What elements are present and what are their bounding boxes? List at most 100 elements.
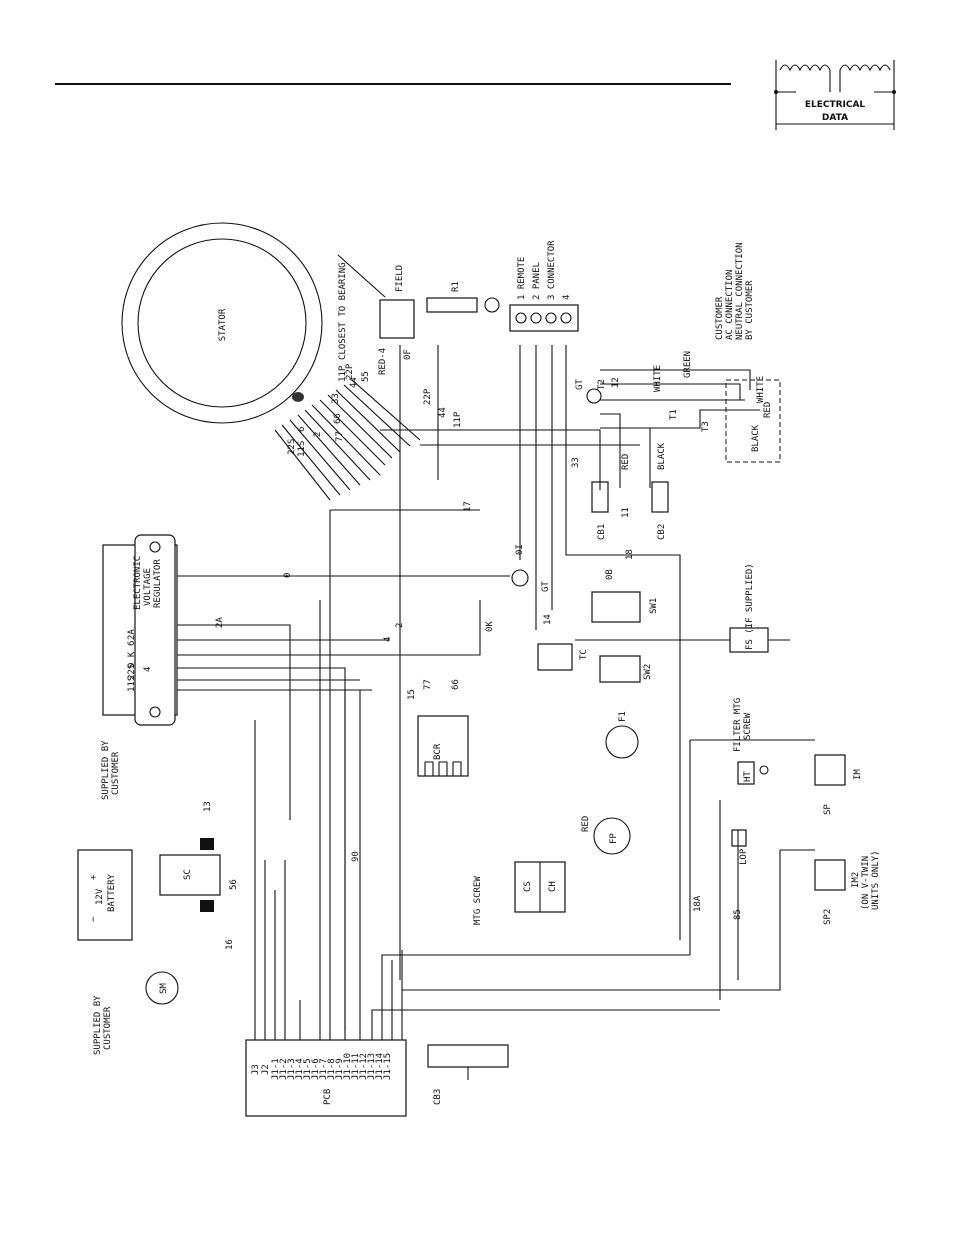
gt-middle: GT <box>511 569 551 592</box>
svg-text:−: − <box>89 916 99 922</box>
svg-text:REGULATOR: REGULATOR <box>153 559 163 608</box>
svg-text:SM: SM <box>159 983 169 994</box>
svg-text:LOP: LOP <box>739 848 749 865</box>
svg-text:6: 6 <box>127 641 137 646</box>
svg-text:12V: 12V <box>95 888 105 905</box>
cb2: CB2 <box>651 481 669 540</box>
cb3: CB3 <box>427 1044 509 1105</box>
tc: TC <box>537 643 589 671</box>
stator: STATOR <box>121 222 323 424</box>
svg-text:WHITE: WHITE <box>756 376 766 403</box>
svg-text:FILTER MTG: FILTER MTG <box>733 698 743 752</box>
closest-to-bearing: CLOSEST TO BEARING <box>338 262 348 360</box>
evr: ELECTRONIC VOLTAGE REGULATOR 2A 6 0 K 4 … <box>102 534 178 726</box>
pcb: PCB <box>245 1039 407 1117</box>
svg-text:33: 33 <box>571 457 581 468</box>
svg-text:IM: IM <box>853 769 863 780</box>
svg-text:15: 15 <box>407 689 417 700</box>
svg-text:J1-1: J1-1 <box>271 1058 281 1080</box>
sc: SC <box>159 838 221 912</box>
svg-text:T1: T1 <box>669 409 679 420</box>
svg-text:2: 2 <box>395 623 405 628</box>
svg-text:GT: GT <box>575 379 585 390</box>
stator-leads: 22S 11S 6 2 77 66 33 11P 44 22P 55 <box>274 363 421 501</box>
svg-text:14: 14 <box>543 614 553 625</box>
svg-text:CB3: CB3 <box>433 1089 443 1105</box>
svg-text:(ON V-TWIN: (ON V-TWIN <box>861 856 871 910</box>
svg-text:VOLTAGE: VOLTAGE <box>143 568 153 606</box>
sw2: SW2 <box>599 655 653 683</box>
svg-text:11P: 11P <box>453 411 463 428</box>
svg-text:HT: HT <box>743 771 753 782</box>
svg-text:SUPPLIED BY: SUPPLIED BY <box>101 740 111 800</box>
svg-text:J1-2: J1-2 <box>279 1058 289 1080</box>
svg-text:55: 55 <box>361 371 371 382</box>
svg-text:BLACK: BLACK <box>751 424 761 452</box>
svg-text:T2: T2 <box>597 379 607 390</box>
svg-text:J3: J3 <box>251 1064 261 1075</box>
svg-text:77: 77 <box>335 431 345 442</box>
svg-text:SW1: SW1 <box>649 598 659 614</box>
svg-text:SP: SP <box>823 804 833 815</box>
svg-text:F1: F1 <box>618 711 628 722</box>
svg-text:13: 13 <box>203 801 213 812</box>
fs: FS (IF SUPPLIED) <box>575 563 790 653</box>
logo-line1: ELECTRICAL <box>805 100 866 110</box>
svg-text:18A: 18A <box>693 895 703 912</box>
svg-text:+: + <box>89 874 99 880</box>
svg-text:WHITE: WHITE <box>653 365 663 392</box>
svg-text:1 REMOTE: 1 REMOTE <box>517 257 527 300</box>
filter-mtg-screw: FILTER MTG SCREW <box>733 698 769 775</box>
svg-text:0F: 0F <box>403 349 413 360</box>
svg-text:77: 77 <box>423 679 433 690</box>
svg-text:11S: 11S <box>297 441 307 457</box>
svg-text:J1-4: J1-4 <box>295 1058 305 1080</box>
svg-text:CH: CH <box>548 881 558 892</box>
svg-text:2: 2 <box>313 432 323 437</box>
svg-text:SC: SC <box>183 869 193 880</box>
svg-text:GREEN: GREEN <box>683 351 693 378</box>
svg-text:22S: 22S <box>127 664 137 680</box>
svg-text:44: 44 <box>349 377 359 388</box>
svg-text:12: 12 <box>611 377 621 388</box>
im: IM SP <box>814 754 863 815</box>
svg-text:SW2: SW2 <box>643 664 653 680</box>
ht: HT <box>737 761 755 785</box>
svg-text:CS: CS <box>523 881 533 892</box>
svg-text:BY CUSTOMER: BY CUSTOMER <box>745 280 755 340</box>
gt-top: GT <box>575 379 602 404</box>
svg-text:0I: 0I <box>515 544 525 555</box>
header-rule <box>55 83 731 85</box>
svg-text:22S: 22S <box>287 439 297 455</box>
svg-text:SP2: SP2 <box>823 909 833 925</box>
svg-text:17: 17 <box>463 501 473 512</box>
svg-text:0K: 0K <box>485 621 495 632</box>
sw1: SW1 <box>591 591 659 623</box>
stator-label: STATOR <box>218 308 228 341</box>
svg-text:2 PANEL: 2 PANEL <box>532 262 542 300</box>
sm: SM <box>145 971 179 1005</box>
svg-text:44: 44 <box>438 407 448 418</box>
svg-text:RED: RED <box>763 402 773 418</box>
im2: IM2 (ON V-TWIN UNITS ONLY) SP2 <box>814 850 881 925</box>
svg-text:J1-12: J1-12 <box>359 1053 369 1080</box>
svg-text:FP: FP <box>609 833 619 844</box>
svg-text:56: 56 <box>229 879 239 890</box>
svg-text:4: 4 <box>562 295 572 300</box>
svg-text:J1-3: J1-3 <box>287 1058 297 1080</box>
svg-text:4: 4 <box>383 637 393 642</box>
svg-text:2A: 2A <box>127 629 137 640</box>
field: FIELD RED-4 0F <box>378 265 415 375</box>
svg-text:22P: 22P <box>345 363 355 380</box>
svg-text:3 CONNECTOR: 3 CONNECTOR <box>547 240 557 300</box>
svg-text:22P: 22P <box>423 388 433 405</box>
svg-text:FS (IF SUPPLIED): FS (IF SUPPLIED) <box>745 563 755 650</box>
svg-text:T3: T3 <box>701 421 711 432</box>
svg-text:J1-11: J1-11 <box>351 1053 361 1080</box>
svg-text:11P: 11P <box>338 365 348 382</box>
svg-text:FIELD: FIELD <box>395 265 405 292</box>
svg-text:J1-13: J1-13 <box>367 1053 377 1080</box>
svg-text:4: 4 <box>143 667 153 672</box>
svg-text:UNITS ONLY): UNITS ONLY) <box>871 850 881 910</box>
